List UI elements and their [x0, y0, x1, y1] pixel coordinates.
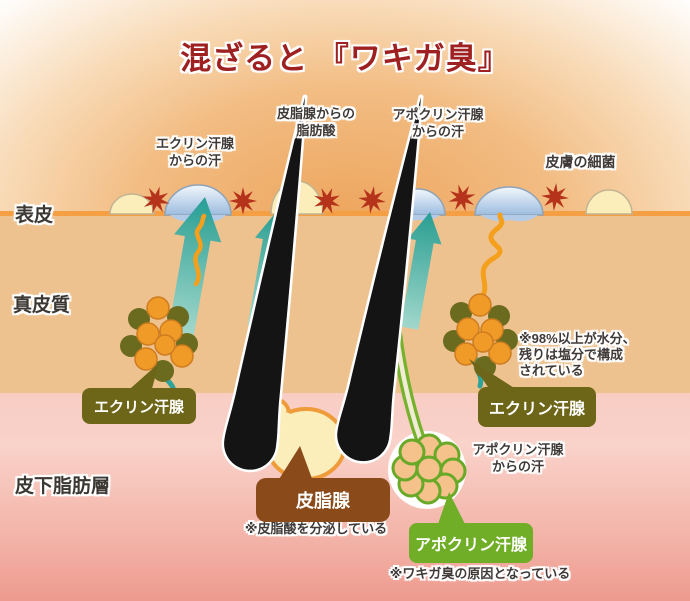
annotation-line: からの汗	[411, 123, 464, 139]
eccrine-duct-right	[475, 212, 505, 305]
annotation-sebum: 皮脂腺からの 脂肪酸	[252, 106, 380, 140]
gland-label-eccrine-right: エクリン汗腺	[478, 387, 596, 427]
dermis-background	[0, 216, 690, 393]
gland-label-sebaceous: 皮脂腺	[256, 478, 390, 522]
note-line: されている	[519, 362, 584, 378]
sweat-droplet-icons	[164, 184, 544, 216]
layer-label-subcutaneous: 皮下脂肪層	[15, 476, 111, 497]
annotation-apocrine-sweat-mid: アポクリン汗腺 からの汗	[458, 442, 578, 476]
annotation-line: アポクリン汗腺	[392, 107, 484, 122]
background-glow	[0, 0, 690, 211]
skin-surface-line	[0, 211, 690, 216]
note-line: ※98%以上が水分、	[519, 331, 636, 346]
eccrine-gland-right	[443, 293, 518, 389]
annotation-line: アポクリン汗腺	[472, 442, 564, 457]
annotation-line: エクリン汗腺	[155, 136, 234, 151]
eccrine-duct-left	[193, 213, 207, 287]
annotation-bacteria: 皮膚の細菌	[545, 154, 616, 170]
note-apocrine: ※ワキガ臭の原因となっている	[389, 566, 571, 581]
layer-label-epidermis: 表皮	[15, 205, 54, 226]
hair-follicle-right	[334, 94, 424, 464]
gland-label-eccrine-left: エクリン汗腺	[82, 388, 196, 424]
label-callout-pointers	[122, 359, 522, 530]
gland-label-apocrine: アポクリン汗腺	[409, 523, 533, 563]
annotation-apocrine-sweat: アポクリン汗腺 からの汗	[372, 107, 504, 141]
layer-label-dermis: 真皮質	[13, 295, 71, 316]
page-title: 混ざると 『ワキガ臭』	[180, 41, 510, 76]
annotation-line: 脂肪酸	[296, 122, 336, 138]
sweat-droplet-runoff	[170, 215, 538, 222]
note-sebaceous: ※皮脂酸を分泌している	[244, 521, 388, 536]
note-line: 残りは塩分で構成	[519, 346, 624, 362]
note-eccrine-composition: ※98%以上が水分、 残りは塩分で構成 されている	[519, 331, 664, 379]
annotation-line: からの汗	[168, 152, 221, 168]
hair-follicle-left	[221, 94, 308, 473]
annotation-line: 皮脂腺からの	[276, 106, 355, 121]
eccrine-gland-left	[120, 296, 198, 393]
annotation-line: からの汗	[491, 458, 544, 474]
annotation-eccrine-sweat: エクリン汗腺 からの汗	[130, 136, 260, 170]
